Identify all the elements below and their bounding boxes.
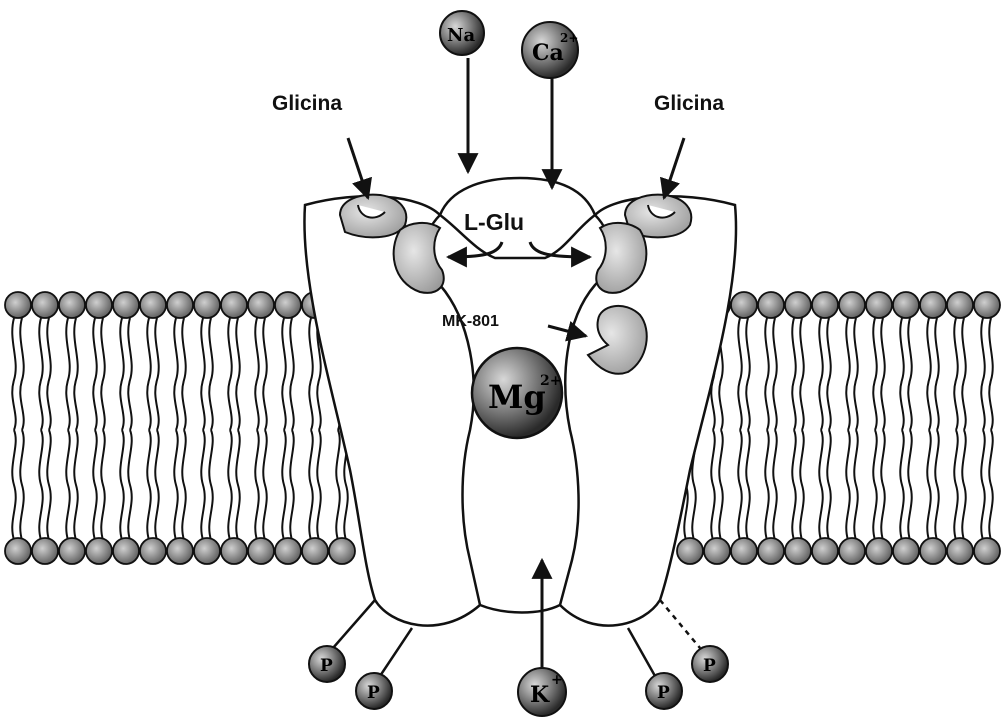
svg-text:Mg: Mg	[488, 378, 546, 416]
lipid-head	[329, 538, 355, 564]
lipid-bilayer-left	[5, 292, 355, 564]
lipid-head	[140, 538, 166, 564]
phosphate-4: P	[692, 646, 728, 682]
lipid-head	[974, 292, 1000, 318]
lipid-head	[113, 292, 139, 318]
lipid-head	[758, 292, 784, 318]
lipid-head	[839, 538, 865, 564]
lipid-head	[302, 538, 328, 564]
lipid-head	[866, 538, 892, 564]
lipid-head	[167, 292, 193, 318]
lipid-head	[275, 292, 301, 318]
lipid-head	[248, 538, 274, 564]
lipid-head	[140, 292, 166, 318]
svg-text:+: +	[551, 672, 563, 688]
lipid-head	[812, 292, 838, 318]
lipid-head	[785, 538, 811, 564]
lipid-head	[758, 538, 784, 564]
lipid-head	[920, 538, 946, 564]
svg-text:P: P	[320, 656, 333, 676]
lipid-head	[221, 538, 247, 564]
lipid-head	[59, 538, 85, 564]
lipid-head	[194, 538, 220, 564]
ion-k: K +	[518, 668, 566, 716]
lipid-head	[86, 292, 112, 318]
lipid-head	[785, 292, 811, 318]
phosphate-2: P	[356, 673, 392, 709]
svg-text:Ca: Ca	[532, 40, 564, 66]
lipid-head	[731, 538, 757, 564]
label-mk801: MK-801	[442, 313, 499, 330]
label-glycine-left: Glicina	[272, 92, 342, 115]
receptor-pore-base	[480, 605, 560, 613]
lipid-head	[32, 292, 58, 318]
lipid-head	[731, 292, 757, 318]
phosphate-1: P	[309, 646, 345, 682]
lipid-head	[59, 292, 85, 318]
svg-text:P: P	[367, 683, 380, 703]
lipid-head	[704, 538, 730, 564]
label-glycine-right: Glicina	[654, 92, 724, 115]
lipid-head	[920, 292, 946, 318]
ion-mg: Mg 2+	[472, 348, 562, 438]
lipid-head	[5, 292, 31, 318]
svg-text:P: P	[657, 683, 670, 703]
phosphate-3: P	[646, 673, 682, 709]
lipid-head	[5, 538, 31, 564]
svg-text:Na: Na	[447, 25, 475, 46]
lipid-head	[167, 538, 193, 564]
svg-text:2+: 2+	[560, 31, 578, 45]
lipid-head	[947, 292, 973, 318]
lipid-head	[839, 292, 865, 318]
ion-ca: Ca 2+	[522, 22, 578, 78]
lipid-head	[947, 538, 973, 564]
lipid-head	[974, 538, 1000, 564]
lipid-head	[893, 538, 919, 564]
lipid-bilayer-right	[677, 292, 1000, 564]
lipid-head	[221, 292, 247, 318]
lipid-head	[677, 538, 703, 564]
ion-na: Na	[440, 11, 484, 55]
arrow-glycine-left	[348, 138, 368, 198]
lipid-head	[248, 292, 274, 318]
lipid-head	[893, 292, 919, 318]
receptor-subunit-left	[304, 196, 480, 625]
lipid-head	[812, 538, 838, 564]
lipid-head	[32, 538, 58, 564]
label-l-glu: L-Glu	[464, 209, 524, 235]
svg-text:2+: 2+	[540, 373, 561, 389]
lipid-head	[866, 292, 892, 318]
arrow-glycine-right	[664, 138, 684, 198]
lipid-head	[275, 538, 301, 564]
lipid-head	[194, 292, 220, 318]
lipid-head	[86, 538, 112, 564]
svg-text:K: K	[530, 682, 550, 708]
svg-text:P: P	[703, 656, 716, 676]
lipid-head	[113, 538, 139, 564]
